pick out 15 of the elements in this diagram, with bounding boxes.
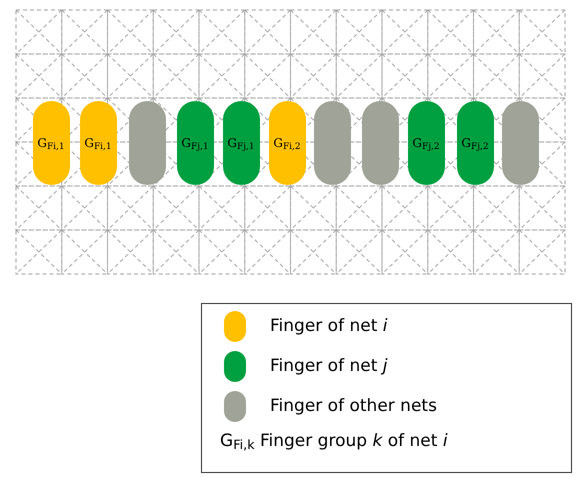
legend-label: Finger of net j bbox=[270, 354, 388, 378]
finger-pill: G$_{Fj,2}$ bbox=[456, 101, 494, 185]
finger-pill bbox=[502, 101, 538, 185]
finger-pill: G$_{Fj,1}$ bbox=[222, 101, 260, 185]
finger-pill: G$_{Fi,1}$ bbox=[80, 101, 116, 185]
finger-pill bbox=[128, 101, 166, 185]
legend-label: G$_{Fi,k}$ Finger group k of net i bbox=[220, 430, 448, 454]
finger-pill: G$_{Fi,2}$ bbox=[268, 101, 306, 185]
finger-pill bbox=[314, 101, 350, 185]
legend-label: Finger of net i bbox=[270, 314, 388, 338]
finger-pill: G$_{Fj,1}$ bbox=[176, 101, 214, 185]
finger-pill bbox=[362, 101, 398, 185]
legend-label: Finger of other nets bbox=[270, 394, 437, 418]
finger-pill: G$_{Fj,2}$ bbox=[408, 101, 444, 185]
finger-pill: G$_{Fi,1}$ bbox=[32, 101, 70, 185]
